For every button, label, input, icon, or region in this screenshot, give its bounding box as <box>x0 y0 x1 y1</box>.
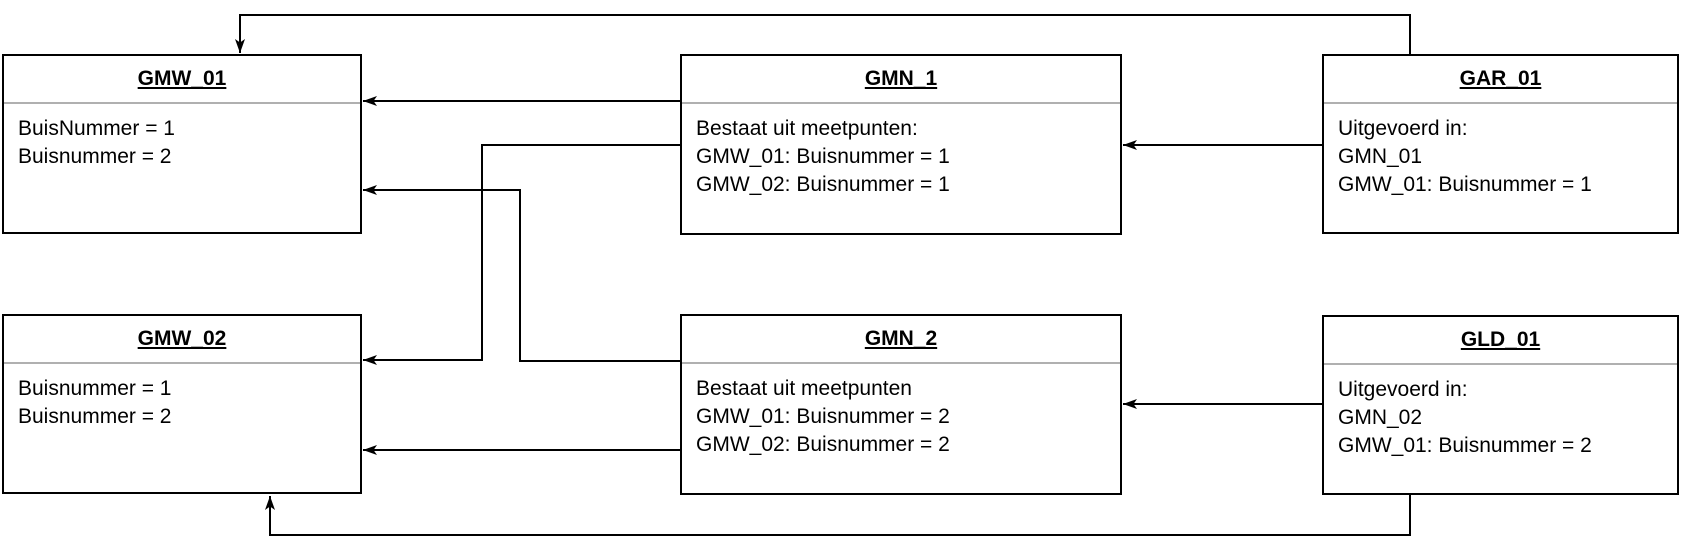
node-gar-01-title: GAR_01 <box>1324 56 1677 104</box>
node-gar-01-line: GMW_01: Buisnummer = 1 <box>1338 173 1592 196</box>
node-gmw-01-line: BuisNummer = 1 <box>18 117 175 140</box>
node-gmw-01-title: GMW_01 <box>4 56 360 104</box>
node-gld-01-title: GLD_01 <box>1324 317 1677 365</box>
node-gmn-1-line: GMW_02: Buisnummer = 1 <box>696 173 950 196</box>
node-gar-01-line: GMN_01 <box>1338 145 1423 168</box>
node-gar-01: GAR_01 Uitgevoerd in: GMN_01 GMW_01: Bui… <box>1322 54 1679 234</box>
node-gmn-2-line: GMW_01: Buisnummer = 2 <box>696 405 950 428</box>
node-gmw-01-line: Buisnummer = 2 <box>18 145 172 168</box>
edge-gmn1-to-gmw02 <box>363 144 680 365</box>
node-gmw-01-body: BuisNummer = 1 Buisnummer = 2 <box>4 104 360 171</box>
node-gmn-1: GMN_1 Bestaat uit meetpunten: GMW_01: Bu… <box>680 54 1122 235</box>
node-gmn-1-title: GMN_1 <box>682 56 1120 104</box>
node-gar-01-line: Uitgevoerd in: <box>1338 117 1468 140</box>
node-gld-01: GLD_01 Uitgevoerd in: GMN_02 GMW_01: Bui… <box>1322 315 1679 495</box>
node-gmw-02-body: Buisnummer = 1 Buisnummer = 2 <box>4 364 360 431</box>
edge-gmn2-to-gmw01 <box>363 185 680 362</box>
node-gmn-2-title: GMN_2 <box>682 316 1120 364</box>
node-gmn-2-line: GMW_02: Buisnummer = 2 <box>696 433 950 456</box>
edge-gar01-to-gmw01 <box>235 14 1411 54</box>
node-gmw-02: GMW_02 Buisnummer = 1 Buisnummer = 2 <box>2 314 362 494</box>
node-gld-01-body: Uitgevoerd in: GMN_02 GMW_01: Buisnummer… <box>1324 365 1677 460</box>
node-gld-01-line: GMW_01: Buisnummer = 2 <box>1338 434 1592 457</box>
edge-gld01-to-gmw02 <box>265 495 1411 536</box>
node-gld-01-line: Uitgevoerd in: <box>1338 378 1468 401</box>
node-gmn-2-line: Bestaat uit meetpunten <box>696 377 912 400</box>
node-gmw-02-title: GMW_02 <box>4 316 360 364</box>
node-gmn-1-line: GMW_01: Buisnummer = 1 <box>696 145 950 168</box>
node-gmn-2-body: Bestaat uit meetpunten GMW_01: Buisnumme… <box>682 364 1120 459</box>
node-gar-01-body: Uitgevoerd in: GMN_01 GMW_01: Buisnummer… <box>1324 104 1677 199</box>
node-gmw-02-line: Buisnummer = 1 <box>18 377 172 400</box>
node-gmn-1-body: Bestaat uit meetpunten: GMW_01: Buisnumm… <box>682 104 1120 199</box>
node-gmw-02-line: Buisnummer = 2 <box>18 405 172 428</box>
node-gld-01-line: GMN_02 <box>1338 406 1423 429</box>
node-gmn-2: GMN_2 Bestaat uit meetpunten GMW_01: Bui… <box>680 314 1122 495</box>
node-gmw-01: GMW_01 BuisNummer = 1 Buisnummer = 2 <box>2 54 362 234</box>
node-gmn-1-line: Bestaat uit meetpunten: <box>696 117 918 140</box>
